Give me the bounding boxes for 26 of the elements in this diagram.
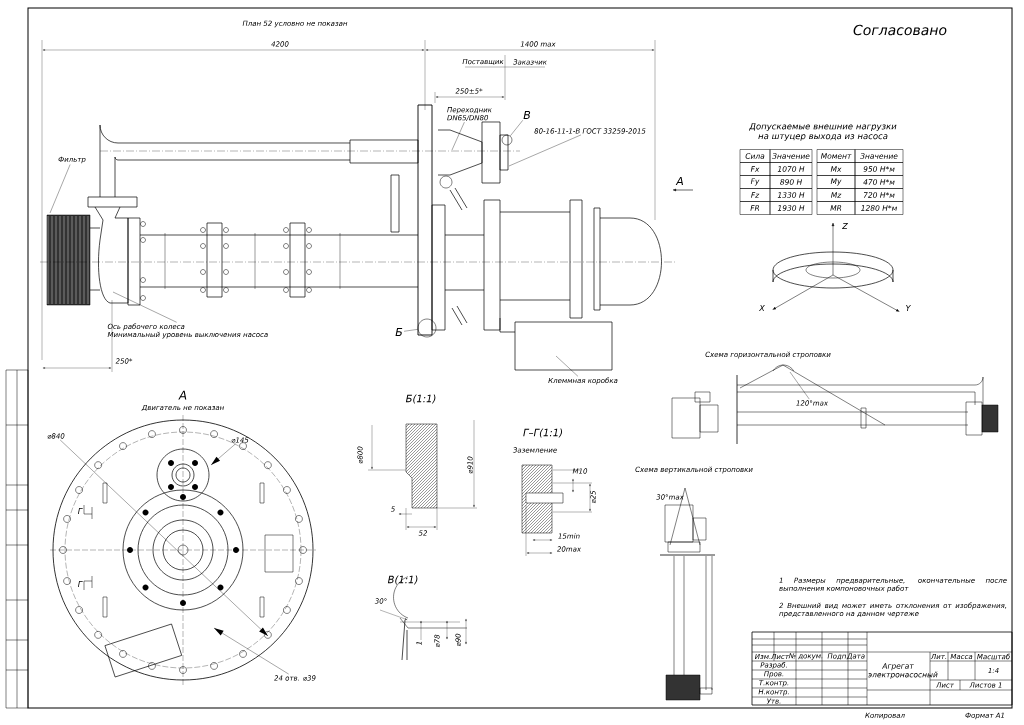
section-mark: Г <box>78 581 83 587</box>
leader-line <box>789 371 810 400</box>
section-title: Б(1:1) <box>405 394 436 404</box>
leader-line <box>49 164 71 214</box>
leader-line <box>555 355 579 377</box>
callout-letter: В <box>523 111 531 119</box>
axis-label: Y <box>906 305 911 311</box>
leader-arrow <box>59 439 269 637</box>
heading: Согласовано <box>853 24 947 36</box>
leader-line <box>510 120 523 137</box>
callout-letter: Б <box>395 328 403 336</box>
leader-line <box>451 121 465 151</box>
leader-arrow <box>210 443 236 466</box>
table-title: Допускаемые внешние нагрузки на штуцер выхода из насоса <box>749 123 897 141</box>
axis-label: Z <box>842 223 848 229</box>
section-title: Г–Г(1:1) <box>523 428 562 438</box>
section-title: В(1:1) <box>387 575 418 585</box>
leader-arrow <box>213 627 289 675</box>
view-label: А <box>178 390 187 400</box>
axis-label: X <box>758 305 765 311</box>
view-label: А <box>675 177 683 185</box>
leader-line <box>508 134 582 167</box>
leader-line <box>403 329 419 332</box>
leader-line <box>112 291 177 323</box>
section-mark: Г <box>78 508 83 514</box>
detail-circle <box>417 318 437 338</box>
